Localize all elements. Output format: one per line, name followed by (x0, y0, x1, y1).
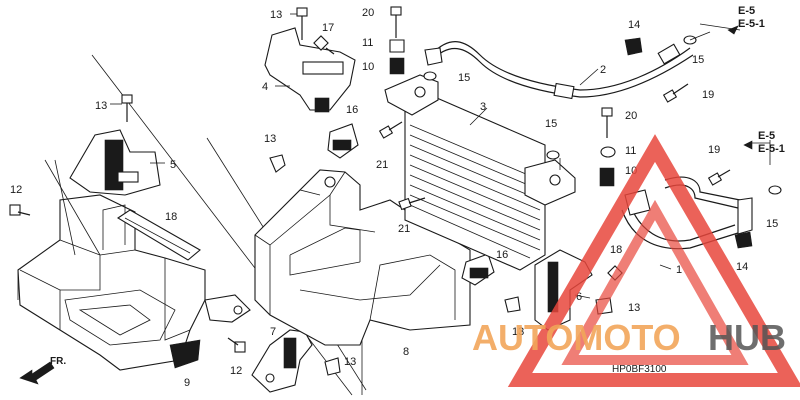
svg-text:E-5-1: E-5-1 (738, 18, 765, 30)
stay-lower (251, 329, 313, 393)
callout-12: 12 (230, 365, 242, 377)
callout-13: 13 (512, 326, 524, 338)
bolt-19-a (662, 83, 689, 103)
callout-11: 11 (362, 37, 373, 49)
callout-21: 21 (376, 159, 388, 171)
callout-11: 11 (625, 145, 636, 157)
callout-21: 21 (398, 223, 410, 235)
svg-text:FR.: FR. (50, 356, 66, 367)
washer-15-a (423, 71, 437, 81)
callout-13: 13 (628, 302, 640, 314)
grommet-right (461, 253, 495, 286)
battery-tray-lower (17, 159, 206, 371)
svg-text:E-5: E-5 (738, 5, 755, 17)
collar-11-right (600, 146, 616, 158)
callout-13: 13 (270, 9, 282, 21)
callout-3: 3 (480, 101, 486, 113)
bolt-18-a (313, 35, 335, 55)
svg-text:E-5: E-5 (758, 130, 775, 142)
bolt-13-e (504, 296, 521, 313)
callout-13: 13 (344, 356, 356, 368)
callout-10: 10 (362, 61, 374, 73)
bolt-20-a (390, 6, 402, 38)
clamps (624, 37, 753, 249)
callout-20: 20 (625, 110, 637, 122)
callout-16: 16 (496, 249, 508, 261)
bolt-13-b (121, 94, 133, 122)
bracket-lower-left (204, 294, 251, 323)
bolt-21-b (398, 197, 426, 211)
bolt-13-c (269, 154, 286, 173)
bolt-13-f (324, 357, 341, 376)
callout-12: 12 (10, 184, 22, 196)
collar-11-top (389, 39, 405, 53)
oil-hose-lower (621, 176, 753, 250)
callout-18: 17 (322, 22, 334, 34)
grommet-top (327, 123, 359, 159)
battery-band (116, 209, 201, 261)
oil-hose-upper (424, 41, 694, 100)
callout-8: 8 (403, 346, 409, 358)
battery-box (254, 169, 471, 346)
callout-13: 13 (95, 100, 107, 112)
bolt-13-a (296, 7, 308, 40)
bolt-21-a (378, 121, 403, 139)
watermark-text-hub: HUB (708, 317, 786, 358)
callout-6: 6 (576, 291, 582, 303)
washer-15-d (768, 185, 782, 195)
callout-2: 2 (600, 64, 606, 76)
bolt-12-b (227, 337, 246, 353)
callout-16: 16 (346, 104, 358, 116)
callout-5: 5 (170, 159, 176, 171)
callout-15: 15 (692, 54, 704, 66)
clamp-14-b (734, 231, 753, 249)
callout-15: 15 (545, 118, 557, 130)
watermark-text-auto: AUTOMOTO (472, 317, 681, 358)
grommet-10-right (599, 167, 615, 187)
callout-18: 18 (610, 244, 622, 256)
bracket-top-center (264, 27, 356, 113)
cooler-fins (409, 124, 541, 259)
watermark: AUTOMOTO HUB (472, 134, 800, 387)
watermark-logo-triangle (507, 134, 800, 387)
diagram-code: HP0BF3100 (612, 364, 667, 375)
clamp-14-a (624, 37, 643, 56)
bracket-upper-left (69, 129, 161, 196)
callout-17: 18 (165, 211, 177, 223)
callout-4: 4 (262, 81, 268, 93)
callout-13: 13 (264, 133, 276, 145)
callout-14: 14 (628, 19, 640, 31)
callout-19: 19 (702, 89, 714, 101)
callout-15: 15 (766, 218, 778, 230)
callout-14: 14 (736, 261, 748, 273)
svg-text:E-5-1: E-5-1 (758, 143, 785, 155)
callout-15: 15 (458, 72, 470, 84)
callout-1: 1 (676, 264, 682, 276)
bolt-19-b (707, 169, 731, 186)
oil-cooler (384, 74, 576, 271)
callout-9: 9 (184, 377, 190, 389)
ref-block-top: E-5 E-5-1 (727, 5, 765, 35)
callout-7: 7 (270, 326, 276, 338)
washers (423, 35, 782, 195)
bolt-12-a (9, 204, 31, 216)
callout-20: 20 (362, 7, 374, 19)
grommet-10-top (389, 57, 405, 75)
front-direction-arrow: FR. (19, 356, 66, 385)
ref-block-right: E-5 E-5-1 (743, 130, 785, 155)
bolt-20-b (601, 107, 613, 138)
callout-19: 19 (708, 144, 720, 156)
washer-15-b (546, 150, 560, 160)
